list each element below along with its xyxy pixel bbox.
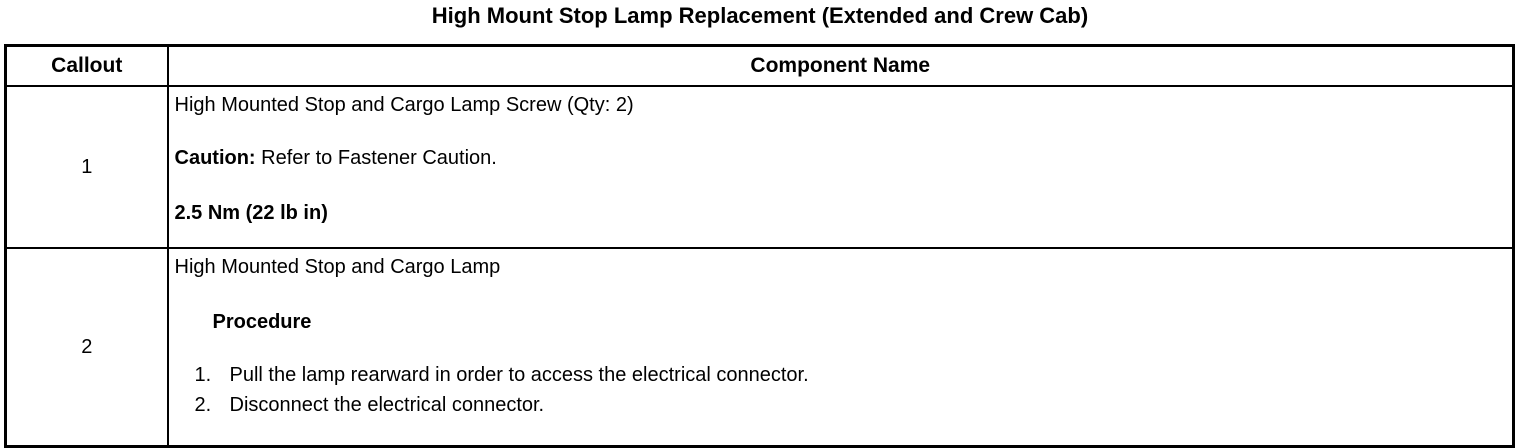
column-header-callout: Callout xyxy=(4,44,169,87)
table-row: 2 High Mounted Stop and Cargo Lamp Proce… xyxy=(4,247,1515,448)
procedure-steps-list: 1. Pull the lamp rearward in order to ac… xyxy=(175,360,1505,420)
table-row: 1 High Mounted Stop and Cargo Lamp Screw… xyxy=(4,85,1515,249)
step-number: 1. xyxy=(194,364,212,386)
step-number: 2. xyxy=(194,394,212,416)
component-name-text: High Mounted Stop and Cargo Lamp xyxy=(174,256,501,278)
component-name-text: High Mounted Stop and Cargo Lamp Screw (… xyxy=(174,94,634,116)
table-header-row: Callout Component Name xyxy=(4,44,1515,87)
procedure-step: 1. Pull the lamp rearward in order to ac… xyxy=(195,360,1505,390)
caution-label: Caution: xyxy=(174,147,256,169)
step-text: Disconnect the electrical connector. xyxy=(229,394,545,416)
column-header-component-name: Component Name xyxy=(166,44,1515,87)
caution-text: Refer to Fastener Caution. xyxy=(255,147,497,169)
procedure-step: 2. Disconnect the electrical connector. xyxy=(195,390,1505,420)
component-cell-1: High Mounted Stop and Cargo Lamp Screw (… xyxy=(166,85,1515,249)
caution-note: Caution: Refer to Fastener Caution. xyxy=(175,146,1505,170)
step-text: Pull the lamp rearward in order to acces… xyxy=(229,364,809,386)
callout-number-2: 2 xyxy=(4,247,169,448)
callout-number-1: 1 xyxy=(4,85,169,249)
page-title: High Mount Stop Lamp Replacement (Extend… xyxy=(431,3,1089,28)
procedure-heading: Procedure xyxy=(212,311,312,333)
callout-component-table: Callout Component Name 1 High Mounted St… xyxy=(4,44,1515,448)
torque-spec: 2.5 Nm (22 lb in) xyxy=(174,202,328,224)
component-cell-2: High Mounted Stop and Cargo Lamp Procedu… xyxy=(166,247,1515,448)
